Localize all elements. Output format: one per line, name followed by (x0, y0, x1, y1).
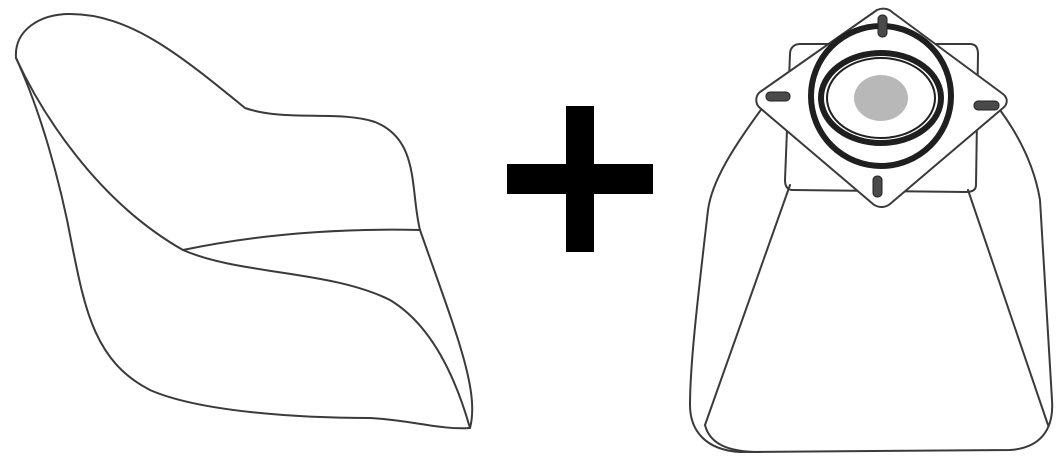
swivel-center-hub (854, 75, 908, 121)
pedestal-left-edge (705, 185, 790, 425)
slot-left (766, 92, 790, 101)
seat-shell-seat-line (183, 230, 420, 250)
seat-shell-inner-curve (16, 58, 470, 428)
slot-bottom (873, 176, 882, 197)
slot-right (974, 101, 999, 110)
swivel-base-illustration (690, 9, 1052, 452)
slot-top (878, 15, 887, 37)
plus-horizontal-bar (507, 164, 653, 194)
seat-shell-illustration (16, 14, 472, 428)
pedestal-right-edge (968, 190, 1048, 425)
pedestal-bottom-edge (705, 425, 760, 452)
seat-shell-outline (16, 14, 472, 428)
plus-symbol (507, 106, 653, 252)
